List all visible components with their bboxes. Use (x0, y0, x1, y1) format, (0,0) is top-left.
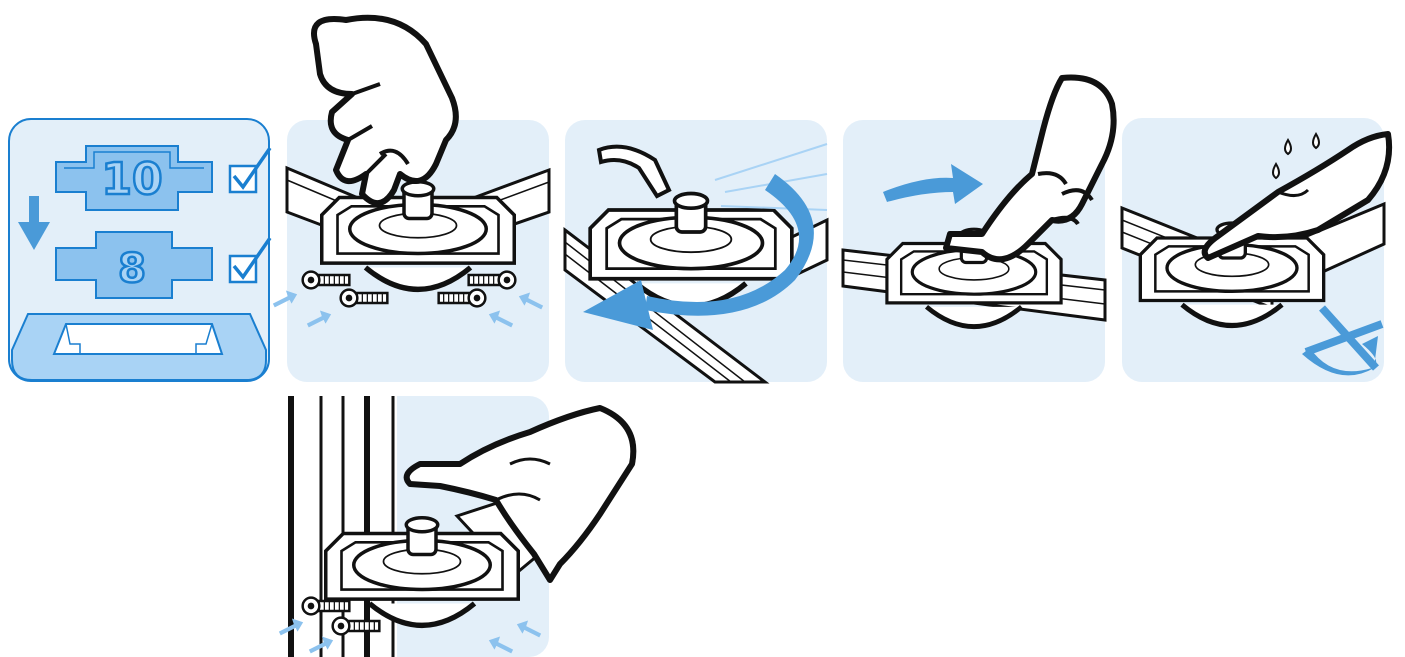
profile-10-icon: 10 (55, 145, 213, 211)
slot-icon (11, 313, 267, 381)
arrow-down-icon (18, 196, 50, 250)
step-1-panel (272, 120, 551, 382)
size-10-label: 10 (101, 154, 162, 205)
profile-size-legend-panel: 10 8 (8, 118, 272, 382)
screw-icon (301, 270, 351, 290)
hand-icon (400, 404, 640, 584)
sweat-drops-icon (1272, 132, 1320, 180)
push-arrow-icon (883, 164, 983, 204)
lever-icon (596, 144, 672, 199)
hand-icon (1198, 130, 1398, 270)
screw-icon (301, 596, 351, 616)
hand-icon (296, 14, 476, 214)
screw-icon (437, 288, 487, 308)
screw-icon (467, 270, 517, 290)
rotate-arrow-icon (583, 174, 814, 330)
size-8-label: 8 (118, 246, 146, 292)
no-rotate-icon (1302, 305, 1384, 376)
step-2-panel (563, 120, 829, 384)
screw-icon (339, 288, 389, 308)
check-icon (228, 147, 272, 194)
hand-icon (942, 74, 1122, 274)
screw-icon (331, 616, 381, 636)
check-icon (228, 237, 272, 284)
profile-8-icon: 8 (55, 231, 213, 299)
